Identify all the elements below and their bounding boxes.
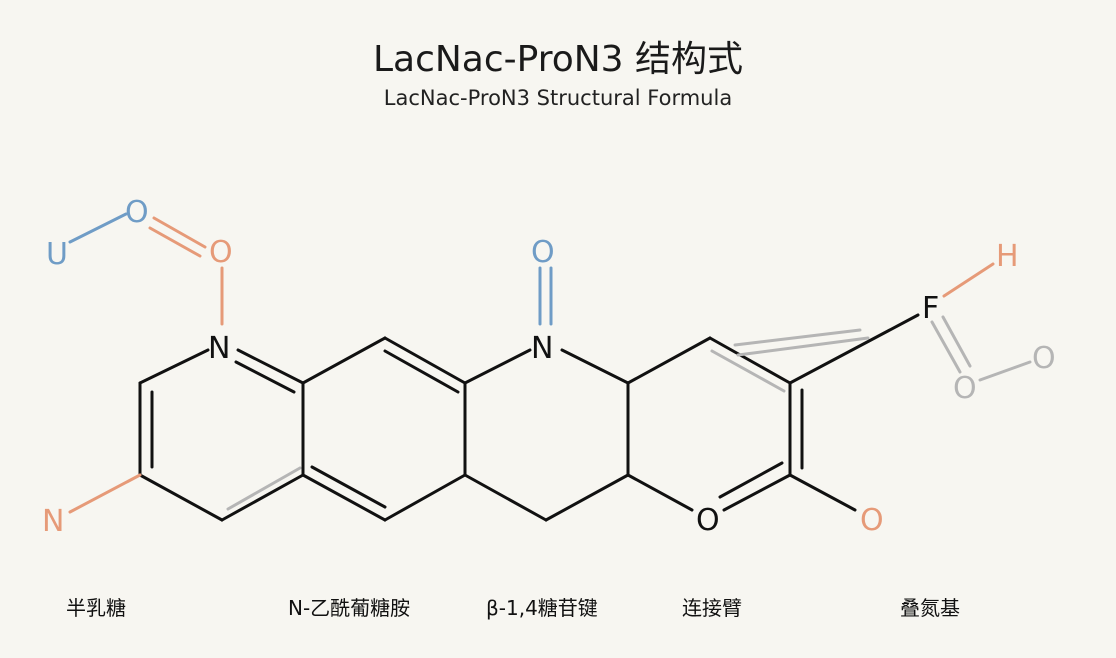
label-galactose: 半乳糖	[66, 596, 126, 620]
label-azide: 叠氮基	[900, 596, 960, 620]
bond-u-o	[68, 212, 128, 244]
bond-ring1-n	[68, 473, 142, 514]
bond-ring4-b	[708, 336, 792, 385]
bond-ring2-b	[383, 336, 467, 385]
bond-ring3-a	[463, 348, 532, 385]
bond-o-o	[152, 216, 207, 249]
bond-ring1-d	[220, 473, 305, 522]
bond-ring4-b-double	[710, 349, 786, 393]
atom-o-right-a: O	[953, 371, 977, 406]
atom-o-above-n2: O	[531, 235, 555, 270]
atom-o-top-left: O	[125, 195, 149, 230]
bond-ring2-a	[301, 336, 387, 385]
atom-o-ring: O	[696, 503, 720, 538]
bond-ring3-e	[463, 473, 548, 522]
bond-ring4-a	[626, 336, 712, 385]
bond-ring1-a	[138, 348, 210, 385]
bond-ring1-f	[236, 348, 305, 385]
label-linker: 连接臂	[682, 596, 742, 620]
bond-ring4-d-double	[718, 461, 784, 499]
atom-f: F	[922, 291, 939, 326]
bond-f-o	[930, 320, 962, 374]
atom-h: H	[996, 239, 1019, 274]
label-glcnac: N-乙酰葡糖胺	[288, 596, 411, 620]
atom-o-above-n1: O	[209, 235, 233, 270]
bond-f-o-double	[941, 315, 972, 368]
bond-ring1-d-double	[226, 466, 302, 511]
bond-o-o-double	[148, 226, 202, 258]
atom-u: U	[46, 237, 68, 272]
page-subtitle: LacNac-ProN3 Structural Formula	[383, 86, 733, 110]
bond-ring2-d	[383, 473, 467, 522]
bond-ring4-e	[626, 473, 694, 512]
bond-ring-f	[788, 313, 920, 385]
bond-ring1-c	[138, 473, 224, 522]
atom-n1: N	[208, 331, 230, 366]
bond-ring1-f-double	[234, 360, 296, 394]
label-glycosidic-bond: β-1,4糖苷键	[486, 596, 598, 620]
bond-ring4-o	[788, 473, 857, 512]
bond-ring2-b-double	[383, 349, 460, 394]
atom-o-bottom-right: O	[860, 503, 884, 538]
bond-ring-f-shadow-a	[733, 328, 862, 347]
page-title: LacNac-ProN3 结构式	[372, 39, 744, 80]
bond-ring2-e-double	[310, 465, 387, 509]
atom-n-bottom-left: N	[42, 504, 64, 539]
bond-f-h	[942, 262, 995, 298]
atom-o-right-b: O	[1032, 341, 1056, 376]
atom-n2: N	[531, 331, 553, 366]
bond-ring2-e	[301, 473, 387, 522]
bond-ring-f-shadow-b	[736, 336, 870, 357]
bond-ring4-d	[722, 473, 792, 512]
bond-ring3-b	[560, 348, 630, 385]
bond-o-o-right	[978, 360, 1032, 382]
bond-ring3-d	[544, 473, 630, 522]
